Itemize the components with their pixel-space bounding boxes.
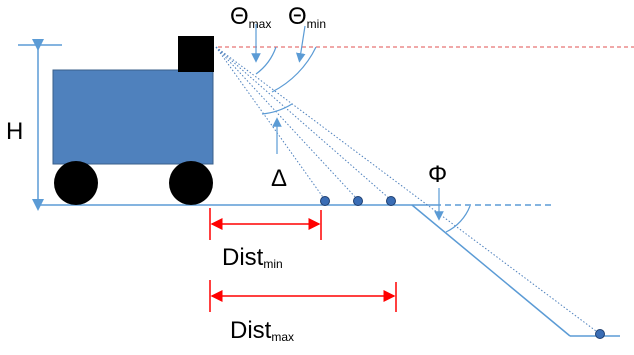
dist-min-label: Distmin [222, 244, 283, 271]
phi-label: Φ [428, 161, 447, 188]
wheel-left-icon [54, 161, 98, 205]
slope-line [411, 204, 571, 337]
dist-max-label: Distmax [230, 317, 294, 344]
ray-3 [215, 46, 392, 201]
ground-point-2 [353, 196, 363, 206]
sensor-box [178, 36, 214, 72]
delta-arc [261, 103, 293, 115]
theta-min-pointer-icon [295, 25, 306, 63]
ground-point-1 [320, 196, 330, 206]
theta-max-arc [255, 46, 277, 75]
wheel-right-icon [169, 161, 213, 205]
delta-label: Δ [271, 165, 287, 192]
theta-min-arc [271, 46, 317, 93]
theta-max-label: Θmax [230, 3, 271, 31]
theta-min-label: Θmin [288, 3, 326, 31]
ground-point-4 [595, 329, 605, 339]
h-label: H [6, 118, 23, 145]
ray-4 [215, 46, 601, 335]
ground-point-3 [386, 196, 396, 206]
robot-body [52, 69, 214, 165]
phi-arc [445, 205, 471, 233]
